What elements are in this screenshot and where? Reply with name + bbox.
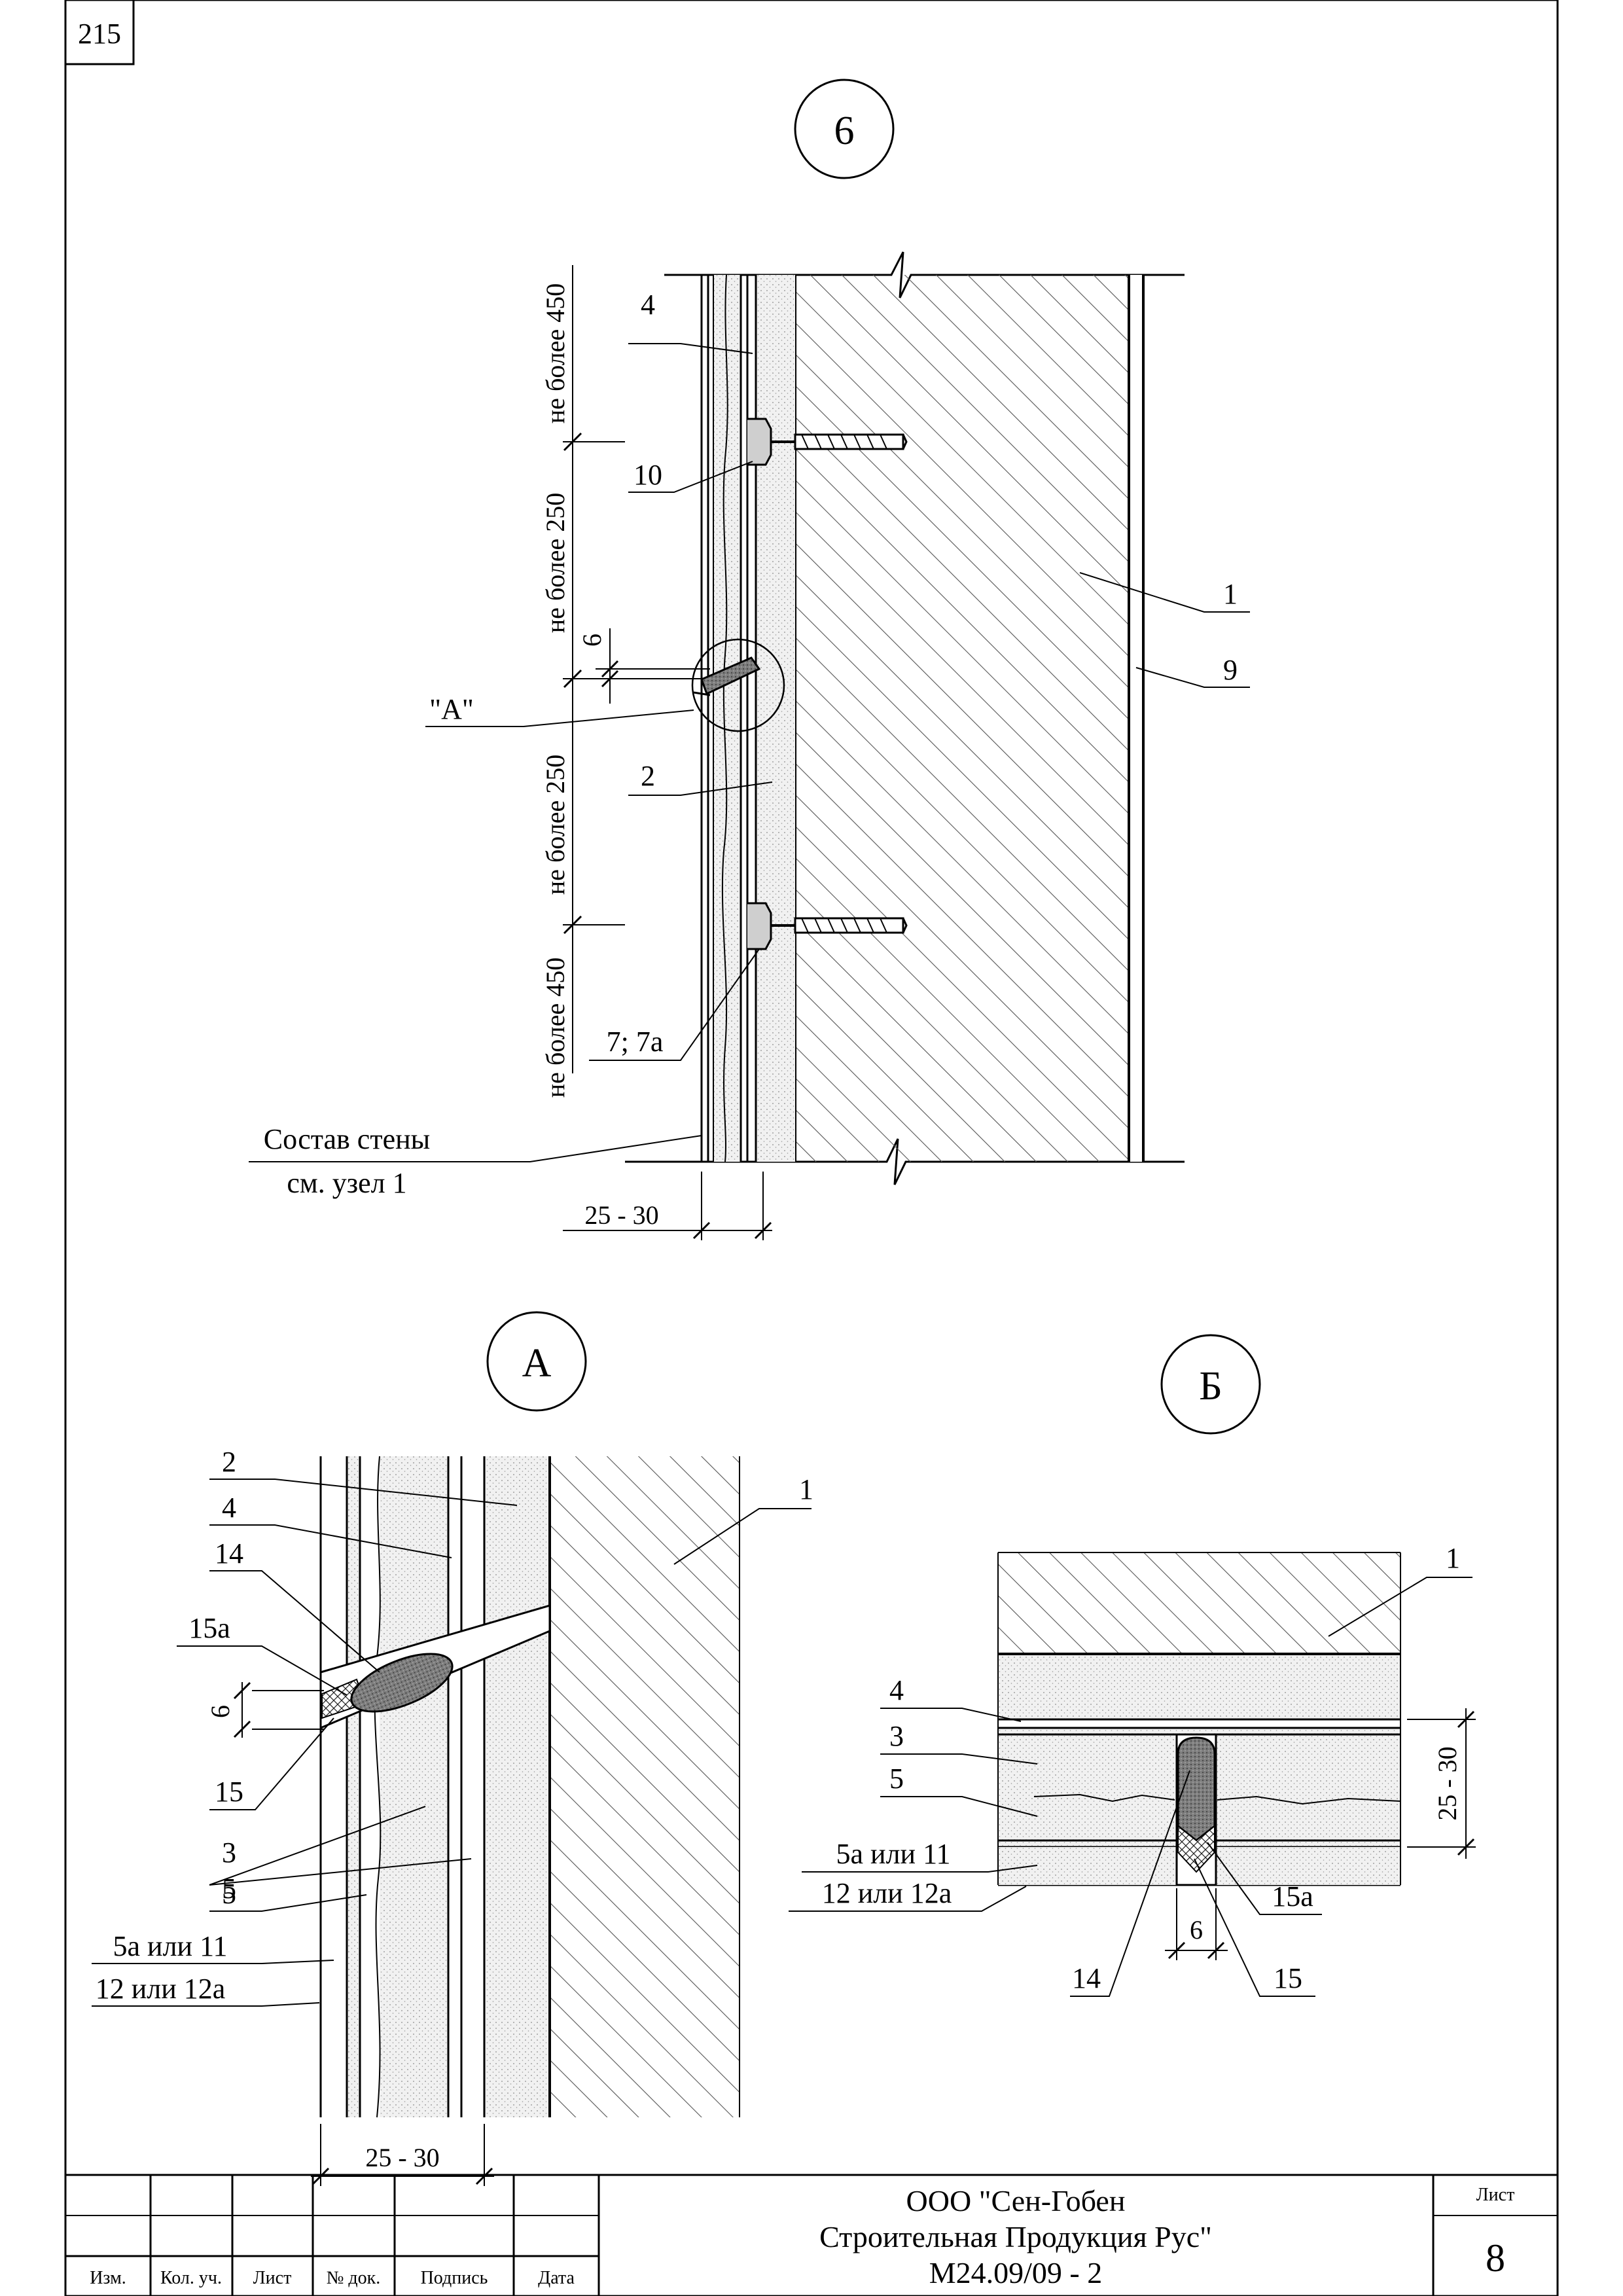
main-callout-7: 7; 7а (607, 1026, 664, 1058)
dim-label-4: не более 250 (541, 755, 570, 895)
detail-a-callout-12: 12 или 12а (96, 1973, 226, 2005)
detail-a-callout-3: 3 (222, 1837, 236, 1869)
detail-b-callout-5a11: 5а или 11 (836, 1838, 951, 1870)
detail-a-callout-5-first: 5 (222, 1873, 236, 1905)
page-number-box (64, 0, 135, 65)
title-col-sign: Подпись (421, 2268, 488, 2288)
detail-a-callout-1: 1 (799, 1473, 813, 1505)
detail-a-callout-5-second: 5 (222, 1878, 236, 1910)
sheet-label: Лист (1476, 2185, 1515, 2205)
title-col-izm: Изм. (90, 2268, 126, 2288)
anchor-lower (747, 902, 908, 950)
dim-label-5: не более 450 (541, 958, 570, 1098)
detail-b-dim-6: 6 (1190, 1915, 1203, 1945)
section-marker-circle (794, 79, 895, 179)
detail-a-callout-5a11: 5а или 11 (113, 1930, 228, 1962)
main-thickness-label: 25 - 30 (584, 1200, 658, 1230)
detail-b: Б 25 - 30 6 1 (789, 1334, 1476, 1997)
left-dimension-chain: не более 450 не более 250 6 не более 250… (541, 265, 710, 1098)
detail-b-callout-4: 4 (889, 1674, 904, 1706)
detail-a-callout-15: 15 (215, 1776, 243, 1808)
title-col-kol: Кол. уч. (160, 2268, 222, 2288)
title-block: Изм. Кол. уч. Лист № док. Подпись Дата О… (65, 2174, 1558, 2296)
detail-a: А 6 25 - 30 2 (92, 1311, 813, 2186)
title-col-list: Лист (253, 2268, 292, 2288)
dim-label-1: не более 450 (541, 283, 570, 423)
detail-a-callout-2: 2 (222, 1446, 236, 1478)
sheet-number: 8 (1486, 2236, 1505, 2280)
detail-b-callout-15a: 15а (1272, 1880, 1313, 1912)
main-callout-2: 2 (641, 760, 655, 792)
dim-label-2: не более 250 (541, 493, 570, 633)
title-col-date: Дата (538, 2268, 575, 2288)
wall-note-line2: см. узел 1 (287, 1167, 406, 1199)
detail-b-masonry (998, 1552, 1400, 1654)
main-callout-9: 9 (1223, 654, 1238, 686)
main-callout-4: 4 (641, 289, 655, 321)
company-line1: ООО "Сен-Гобен (906, 2184, 1126, 2217)
main-callout-10: 10 (633, 459, 662, 491)
detail-b-callout-3: 3 (889, 1720, 904, 1752)
detail-a-callout-14: 14 (215, 1537, 243, 1570)
detail-b-marker-label: Б (1199, 1364, 1222, 1408)
detail-b-callout-1: 1 (1446, 1542, 1460, 1574)
title-col-doc: № док. (327, 2268, 381, 2288)
detail-b-thickness: 25 - 30 (1433, 1746, 1462, 1820)
main-leaders: 4 10 1 9 "А" 2 7; 7а Состав стены см. уз… (249, 289, 1250, 1199)
company-line2: Строительная Продукция Рус" (819, 2220, 1212, 2253)
detail-a-masonry (550, 1456, 740, 2117)
detail-a-circle (691, 638, 785, 732)
detail-a-callout-4: 4 (222, 1492, 236, 1524)
main-callout-a: "А" (429, 693, 474, 725)
detail-b-callout-12: 12 или 12а (822, 1877, 952, 1909)
dim-label-3: 6 (577, 634, 607, 647)
detail-b-callout-14: 14 (1072, 1962, 1101, 1994)
detail-a-dim-6: 6 (205, 1705, 235, 1718)
section-6: 6 (249, 79, 1250, 1240)
main-callout-1: 1 (1223, 578, 1238, 610)
mesh-line (721, 274, 728, 1162)
detail-b-callout-5: 5 (889, 1763, 904, 1795)
document-code: М24.09/09 - 2 (929, 2256, 1103, 2289)
anchor-upper (747, 418, 908, 466)
detail-a-callout-15a: 15а (188, 1612, 230, 1644)
page-number: 215 (78, 18, 121, 50)
detail-a-thickness: 25 - 30 (365, 2143, 439, 2172)
masonry-wall (795, 275, 1129, 1162)
detail-a-marker-label: А (522, 1341, 552, 1386)
insulation-layer (756, 275, 795, 1162)
main-thickness-dimension: 25 - 30 (563, 1172, 772, 1240)
section-marker-label: 6 (834, 109, 855, 153)
detail-a-marker-circle (486, 1311, 587, 1412)
joint-a (691, 638, 785, 732)
sheet-frame: 215 (64, 0, 1559, 2296)
wall-note-line1: Состав стены (264, 1123, 430, 1155)
detail-b-marker-circle (1160, 1334, 1261, 1435)
detail-b-callout-15: 15 (1274, 1962, 1302, 1994)
